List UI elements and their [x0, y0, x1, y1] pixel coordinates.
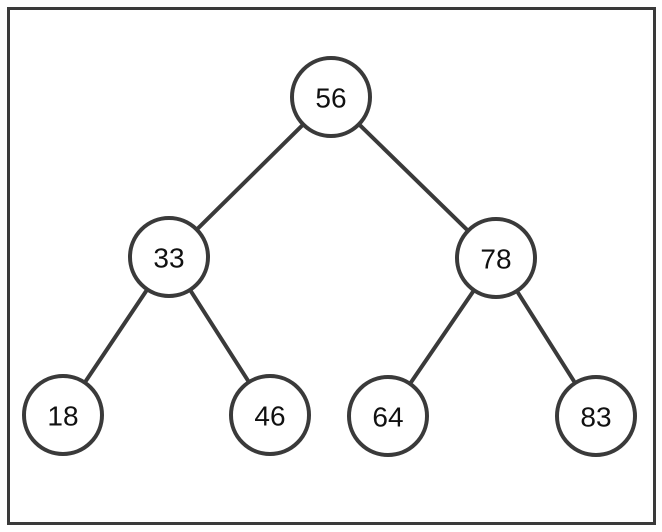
tree-node-circle — [22, 374, 104, 456]
tree-node-label: 46 — [254, 401, 285, 432]
tree-node-circle — [347, 375, 429, 457]
tree-node-33: 33 — [128, 216, 210, 298]
tree-node-label: 64 — [372, 402, 403, 433]
tree-node-circle — [229, 374, 311, 456]
tree-edge-r-rl — [408, 288, 476, 386]
tree-node-label: 18 — [47, 401, 78, 432]
tree-edge-root-r — [356, 122, 471, 233]
tree-node-56: 56 — [290, 56, 372, 138]
tree-edges — [82, 122, 578, 386]
tree-node-label: 56 — [315, 83, 346, 114]
tree-node-circle — [128, 216, 210, 298]
tree-node-circle — [290, 56, 372, 138]
tree-nodes: 56 33 78 18 46 64 83 — [22, 56, 637, 457]
tree-node-circle — [455, 217, 537, 299]
tree-node-78: 78 — [455, 217, 537, 299]
tree-node-label: 78 — [480, 244, 511, 275]
tree-edge-root-l — [194, 122, 306, 232]
tree-node-label: 83 — [580, 402, 611, 433]
tree-node-46: 46 — [229, 374, 311, 456]
tree-node-83: 83 — [555, 375, 637, 457]
tree-edge-r-rr — [514, 288, 578, 386]
tree-node-label: 33 — [153, 243, 184, 274]
tree-edge-l-lr — [188, 287, 251, 385]
tree-node-18: 18 — [22, 374, 104, 456]
tree-node-64: 64 — [347, 375, 429, 457]
tree-node-circle — [555, 375, 637, 457]
tree-edge-l-ll — [82, 287, 150, 385]
